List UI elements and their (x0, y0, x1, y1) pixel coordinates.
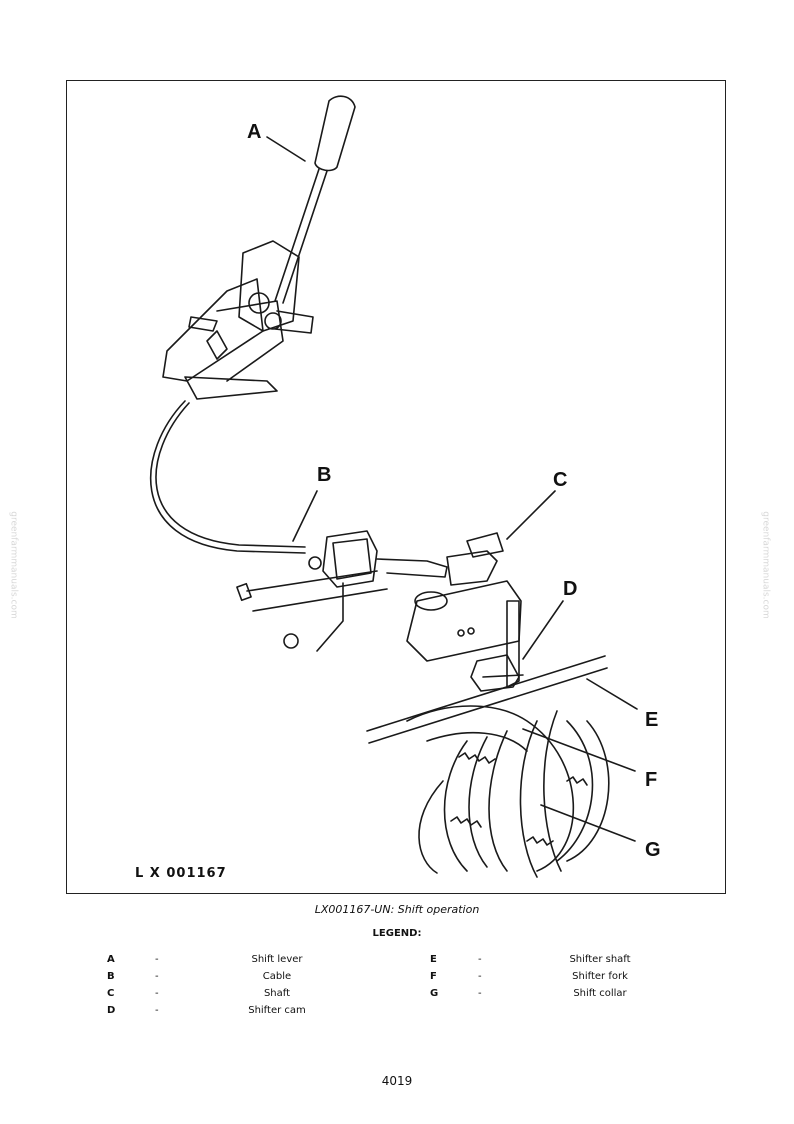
callout-f: F (645, 769, 658, 791)
legend-item: G - Shift collar (430, 988, 690, 1004)
legend-item: F - Shifter fork (430, 971, 690, 987)
callout-b: B (317, 464, 332, 486)
legend-key: F (430, 971, 437, 982)
figure-caption: LX001167-UN: Shift operation (314, 903, 480, 916)
legend-dash: - (155, 954, 159, 965)
legend-label: Shifter shaft (569, 954, 631, 965)
legend-item: E - Shifter shaft (430, 954, 690, 970)
legend-dash: - (155, 1005, 159, 1016)
legend-dash: - (478, 954, 482, 965)
legend-dash: - (155, 971, 159, 982)
legend-label: Shift lever (251, 954, 303, 965)
legend-dash: - (478, 988, 482, 999)
legend-key: A (107, 954, 115, 965)
legend-key: E (430, 954, 437, 965)
legend-key: B (107, 971, 115, 982)
legend-key: G (430, 988, 439, 999)
legend-dash: - (155, 988, 159, 999)
legend-dash: - (478, 971, 482, 982)
callout-c: C (553, 469, 568, 491)
legend-title: LEGEND: (372, 928, 422, 939)
callout-e: E (645, 709, 659, 731)
legend-key: D (107, 1005, 116, 1016)
legend-item: B - Cable (107, 971, 367, 987)
lever-knob (314, 95, 356, 172)
figure-frame: A B C D E F G L X 001167 (66, 80, 726, 894)
legend-label: Shifter cam (248, 1005, 306, 1016)
legend-label: Cable (262, 971, 292, 982)
shift-mechanism-drawing (149, 95, 638, 878)
watermark-right: greenfarmmanuals.com (760, 511, 771, 619)
callout-a: A (247, 121, 262, 143)
legend-key: C (107, 988, 115, 999)
legend-label: Shaft (263, 988, 291, 999)
legend-item: D - Shifter cam (107, 1005, 367, 1021)
legend-label: Shift collar (573, 988, 627, 999)
page-number: 4019 (381, 1074, 413, 1088)
watermark-left: greenfarmmanuals.com (8, 511, 19, 619)
callout-d: D (563, 578, 578, 600)
cable-line (149, 400, 306, 554)
figure-id-label: L X 001167 (135, 866, 227, 881)
legend-item: A - Shift lever (107, 954, 367, 970)
legend-label: Shifter fork (572, 971, 628, 982)
legend-item: C - Shaft (107, 988, 367, 1004)
callout-g: G (645, 839, 661, 861)
legend: A - Shift lever B - Cable C - Shaft D - … (0, 952, 794, 1022)
